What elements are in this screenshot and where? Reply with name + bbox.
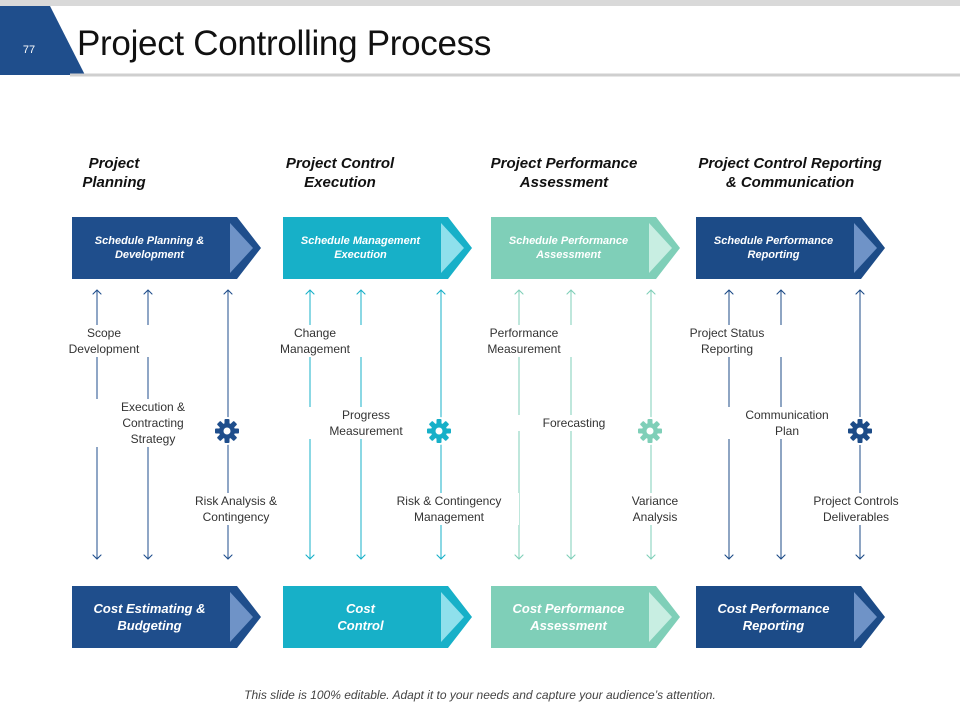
top-accent-bar xyxy=(0,0,960,6)
label-performance-measurement: Performance Measurement xyxy=(464,325,584,357)
cost-estimating-box: Cost Estimating & Budgeting xyxy=(72,586,227,648)
chevron-right-icon xyxy=(227,217,261,279)
column-heading-planning: Project Planning xyxy=(82,155,146,191)
slide-title: Project Controlling Process xyxy=(77,24,492,63)
label-communication-plan: Communication Plan xyxy=(727,407,847,439)
gear-icon xyxy=(425,417,453,445)
label-risk-analysis-contingency: Risk Analysis & Contingency xyxy=(176,493,296,525)
title-bar: 77 Project Controlling Process xyxy=(0,6,960,78)
cost-performance-assessment-box: Cost Performance Assessment xyxy=(491,586,646,648)
schedule-management-box: Schedule Management Execution xyxy=(283,217,438,279)
gear-icon xyxy=(846,417,874,445)
title-bar-shape xyxy=(0,6,960,77)
label-risk-contingency-management: Risk & Contingency Management xyxy=(379,493,519,525)
footer-note: This slide is 100% editable. Adapt it to… xyxy=(244,688,716,702)
column-heading-reporting: Project Control Reporting & Communicatio… xyxy=(698,155,882,191)
cost-control-box: Cost Control xyxy=(283,586,438,648)
label-forecasting: Forecasting xyxy=(514,415,634,431)
label-project-status-reporting: Project Status Reporting xyxy=(667,325,787,357)
slide-number: 77 xyxy=(22,44,36,56)
label-change-management: Change Management xyxy=(255,325,375,357)
label-execution-contracting-strategy: Execution & Contracting Strategy xyxy=(93,399,213,447)
chevron-right-icon xyxy=(646,586,680,648)
label-variance-analysis: Variance Analysis xyxy=(595,493,715,525)
chevron-right-icon xyxy=(227,586,261,648)
label-progress-measurement: Progress Measurement xyxy=(306,407,426,439)
gear-icon xyxy=(213,417,241,445)
chevron-right-icon xyxy=(851,217,885,279)
chevron-right-icon xyxy=(851,586,885,648)
schedule-performance-assessment-box: Schedule Performance Assessment xyxy=(491,217,646,279)
chevron-right-icon xyxy=(438,586,472,648)
cost-performance-reporting-box: Cost Performance Reporting xyxy=(696,586,851,648)
column-heading-execution: Project Control Execution xyxy=(285,155,395,191)
label-project-controls-deliverables: Project Controls Deliverables xyxy=(796,493,916,525)
column-heading-assessment: Project Performance Assessment xyxy=(490,155,638,191)
chevron-right-icon xyxy=(646,217,680,279)
chevron-right-icon xyxy=(438,217,472,279)
gear-icon xyxy=(636,417,664,445)
label-scope-development: Scope Development xyxy=(44,325,164,357)
schedule-planning-box: Schedule Planning & Development xyxy=(72,217,227,279)
schedule-performance-reporting-box: Schedule Performance Reporting xyxy=(696,217,851,279)
